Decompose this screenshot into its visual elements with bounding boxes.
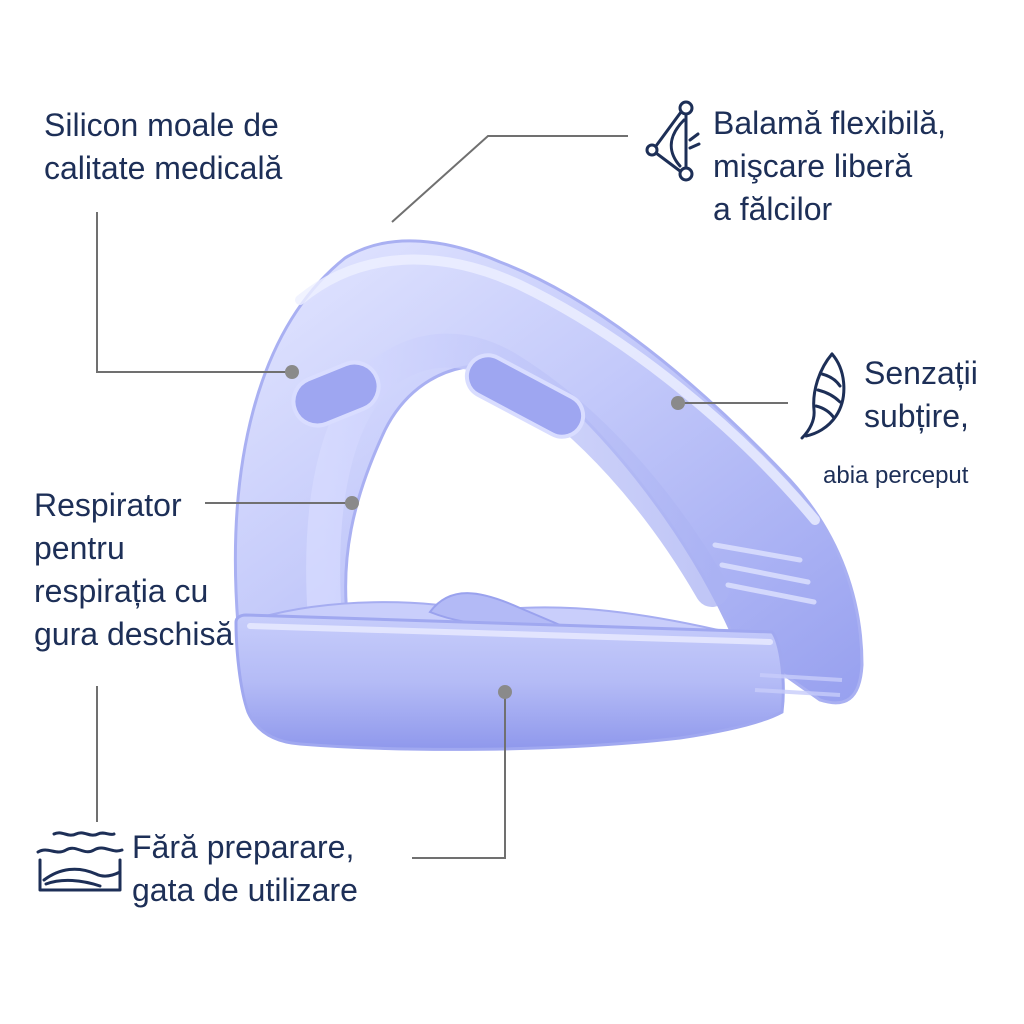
callout-silicone-line2: calitate medicală — [44, 149, 283, 186]
callout-ready-line2: gata de utilizare — [132, 871, 358, 908]
callout-thin: Senzații subțire, — [864, 352, 978, 438]
callout-ready: Fără preparare, gata de utilizare — [132, 826, 358, 912]
breathing-slot-left — [291, 360, 381, 428]
breathing-slot-right — [464, 353, 586, 439]
callout-thin-line2: subțire, — [864, 397, 969, 434]
callout-ready-line1: Fără preparare, — [132, 829, 355, 865]
lower-tray — [234, 613, 785, 751]
callout-silicone-line1: Silicon moale de — [44, 107, 279, 143]
callout-silicone: Silicon moale de calitate medicală — [44, 104, 282, 190]
callout-thin-line3: abia perceput — [823, 462, 969, 489]
callout-breathing-line4: gura deschisă — [34, 615, 234, 652]
hinge-icon — [645, 100, 701, 182]
callout-breathing: Respirator pentru respirația cu gura des… — [34, 484, 233, 656]
callout-hinge-line2: mişcare liberă — [713, 147, 913, 184]
callout-thin-line1: Senzații — [864, 355, 978, 391]
callout-hinge-line1: Balamă flexibilă, — [713, 105, 946, 141]
callout-breathing-line1: Respirator — [34, 487, 182, 523]
callout-breathing-line2: pentru — [34, 529, 125, 566]
water-wave-icon — [36, 831, 124, 892]
callout-breathing-line3: respirația cu — [34, 572, 209, 609]
callout-hinge: Balamă flexibilă, mişcare liberă a fălci… — [713, 102, 946, 231]
callout-hinge-line3: a fălcilor — [713, 190, 833, 227]
feather-icon — [800, 352, 846, 440]
